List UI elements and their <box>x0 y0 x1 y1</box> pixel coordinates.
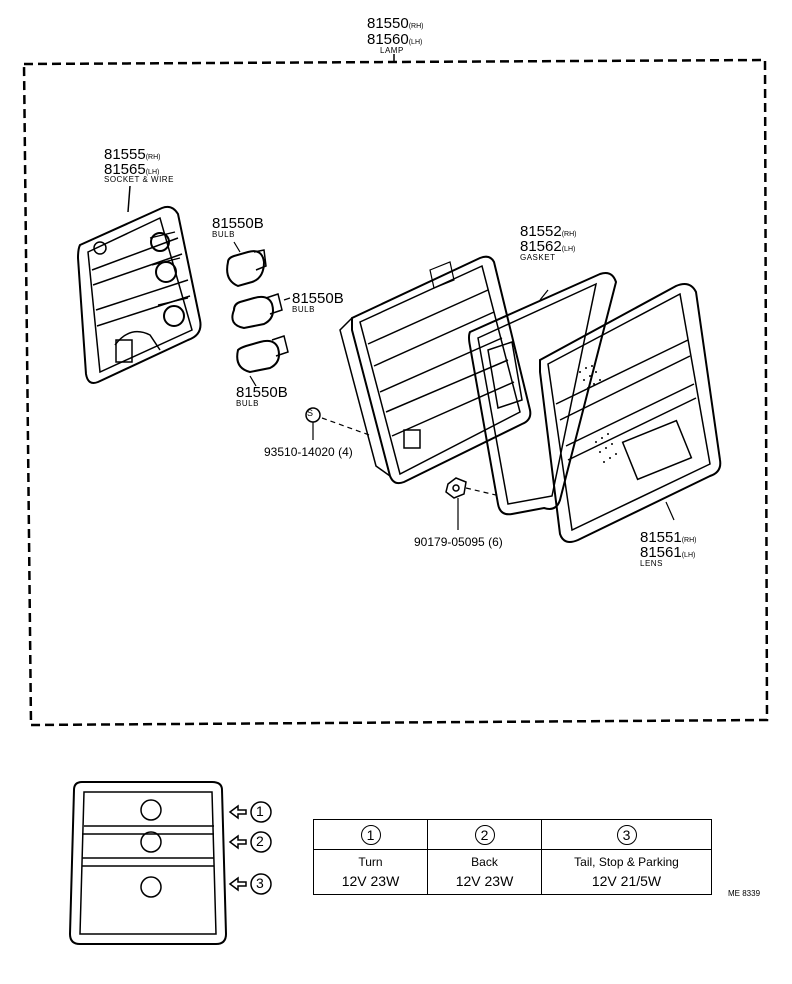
gasket-drawing <box>468 272 618 516</box>
lamp-label: LAMP <box>380 46 404 55</box>
bulb-2-part-number: 81550B <box>292 290 344 307</box>
lamp-part-number-lh: 81560(LH) <box>367 31 423 48</box>
screw-part-number: 93510-14020 (4) <box>264 445 353 459</box>
gasket-label: GASKET <box>520 253 556 262</box>
bulb-position-guide <box>68 781 228 945</box>
lamp-part-number-rh: 81550(RH) <box>367 15 424 32</box>
gasket-part-number-rh: 81552(RH) <box>520 223 577 240</box>
bulb-3-part-number: 81550B <box>236 384 288 401</box>
bulb-3-label: BULB <box>236 399 259 408</box>
spec-header-1: 1 <box>313 819 428 850</box>
lens-drawing <box>539 283 722 543</box>
lamp-assembly-boundary <box>22 58 769 727</box>
housing-drawing <box>339 255 532 485</box>
socket-part-number-rh: 81555(RH) <box>104 146 161 163</box>
drawing-code: ME 8339 <box>728 889 761 898</box>
nut-part-number: 90179-05095 (6) <box>414 535 503 549</box>
bulb-drawings <box>226 249 289 374</box>
lens-part-number-lh: 81561(LH) <box>640 544 696 561</box>
spec-header-3: 3 <box>541 819 712 850</box>
socket-and-wire-drawing <box>76 205 202 384</box>
lens-label: LENS <box>640 559 663 568</box>
socket-part-number-lh: 81565(LH) <box>104 161 160 178</box>
lens-stipple <box>579 365 617 463</box>
bulb-1-part-number: 81550B <box>212 215 264 232</box>
lens-part-number-rh: 81551(RH) <box>640 529 697 546</box>
gasket-part-number-lh: 81562(LH) <box>520 238 576 255</box>
spec-cell-2: Back 12V 23W <box>427 849 542 895</box>
screw-symbol: S <box>307 408 314 418</box>
position-marker-3: 3 <box>256 875 264 891</box>
bulb-1-label: BULB <box>212 230 235 239</box>
position-marker-1: 1 <box>256 803 264 819</box>
spec-cell-1: Turn 12V 23W <box>313 849 428 895</box>
socket-label: SOCKET & WIRE <box>104 175 174 184</box>
position-arrows <box>228 801 272 895</box>
bulb-2-label: BULB <box>292 305 315 314</box>
position-marker-2: 2 <box>256 833 264 849</box>
spec-cell-3: Tail, Stop & Parking 12V 21/5W <box>541 849 712 895</box>
spec-header-2: 2 <box>427 819 542 850</box>
nut-drawing <box>445 477 467 499</box>
bulb-spec-table: 1 2 3 Turn 12V 23W Back 12V 23W Tail, St… <box>313 819 712 895</box>
